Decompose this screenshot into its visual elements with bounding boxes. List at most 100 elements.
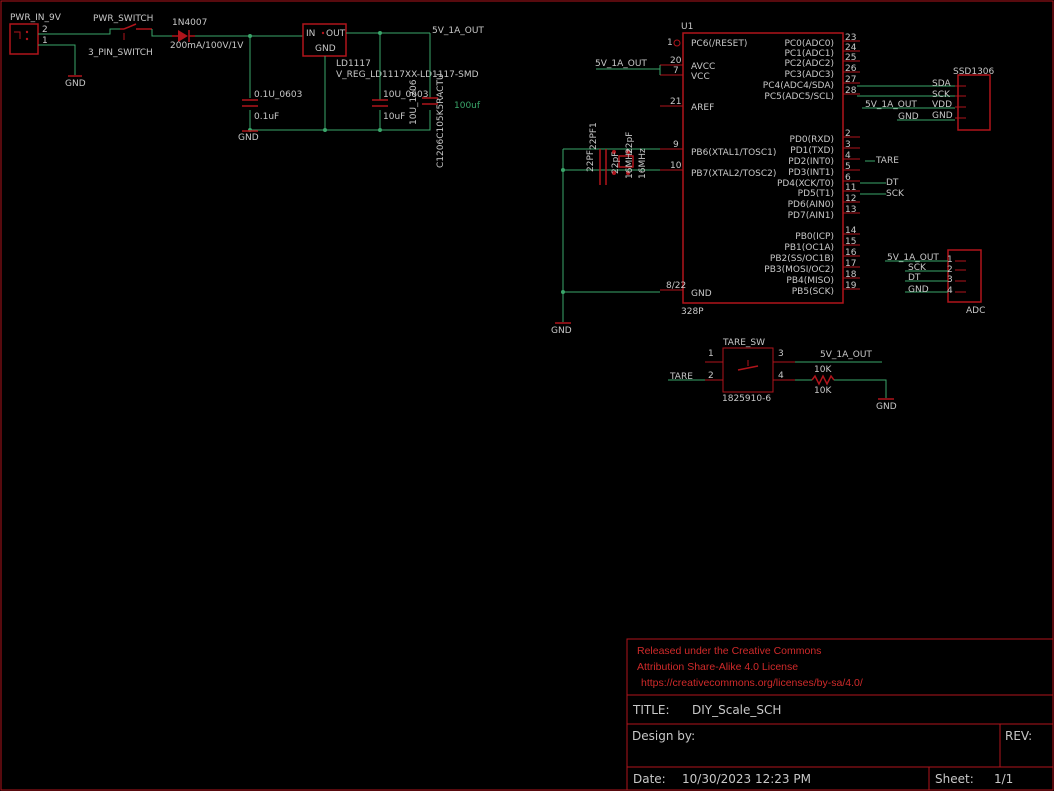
wire-vin bbox=[38, 28, 120, 35]
net-5v-oled: 5V_1A_OUT bbox=[865, 100, 917, 110]
svg-text:PB6(XTAL1/TOSC1): PB6(XTAL1/TOSC1) bbox=[691, 148, 776, 158]
jack-name: PWR_IN_9V bbox=[10, 13, 62, 23]
mcu-pin-number: 24 bbox=[845, 43, 857, 53]
svg-text:10uF: 10uF bbox=[383, 112, 405, 122]
svg-text:GND: GND bbox=[551, 326, 572, 336]
mcu-pin-label: PC1(ADC1) bbox=[784, 49, 834, 59]
mcu-pin-number: 25 bbox=[845, 53, 856, 63]
svg-text:21: 21 bbox=[670, 97, 681, 107]
license-line-3: https://creativecommons.org/licenses/by-… bbox=[641, 677, 863, 689]
svg-text:Design by:: Design by: bbox=[632, 729, 695, 743]
mcu-pin-label: PD5(T1) bbox=[798, 189, 834, 199]
mcu-pin-number: 5 bbox=[845, 162, 851, 172]
sheet-date: 10/30/2023 12:23 PM bbox=[682, 772, 811, 786]
tare-name: TARE_SW bbox=[722, 338, 765, 348]
svg-text:10K: 10K bbox=[814, 386, 832, 396]
net-adc-3: DT bbox=[908, 273, 921, 283]
net-sck-mcu: SCK bbox=[886, 189, 905, 199]
svg-text:SDA: SDA bbox=[932, 79, 951, 89]
gnd-symbol-tare: GND bbox=[876, 398, 897, 412]
net-adc-1: 5V_1A_OUT bbox=[887, 253, 939, 263]
net-adc-4: GND bbox=[908, 285, 929, 295]
mcu-pin-number: 2 bbox=[845, 129, 851, 139]
svg-text:AVCC: AVCC bbox=[691, 62, 715, 72]
svg-text:PC6(/RESET): PC6(/RESET) bbox=[691, 39, 747, 49]
svg-text:22PF: 22PF bbox=[586, 150, 596, 172]
gnd-symbol-jack: GND bbox=[65, 75, 86, 89]
svg-text:0.1U_0603: 0.1U_0603 bbox=[254, 90, 302, 100]
svg-text:REV:: REV: bbox=[1005, 729, 1032, 743]
mcu-pin-number: 3 bbox=[845, 140, 851, 150]
svg-text:4: 4 bbox=[947, 286, 953, 296]
mcu-pin-number: 12 bbox=[845, 194, 856, 204]
tare-switch: TARE_SW 1825910-6 1 2 3 4 bbox=[705, 338, 795, 404]
mcu-right-pins: 23PC0(ADC0)24PC1(ADC1)25PC2(ADC2)26PC3(A… bbox=[763, 33, 860, 297]
license-line-1: Released under the Creative Commons bbox=[637, 645, 821, 657]
gnd-symbol-mcu: GND bbox=[551, 322, 572, 336]
svg-text:GND: GND bbox=[876, 402, 897, 412]
svg-text:22pF: 22pF bbox=[625, 132, 635, 154]
mcu-pin-label: PD7(AIN1) bbox=[788, 211, 834, 221]
net-5v-out-reg: 5V_1A_OUT bbox=[432, 26, 484, 36]
mcu-pin-number: 27 bbox=[845, 75, 856, 85]
mcu-pin-number: 6 bbox=[845, 173, 851, 183]
mcu-pin-label: PB0(ICP) bbox=[795, 232, 834, 242]
mcu-value: 328P bbox=[681, 307, 704, 317]
adc-connector: ADC 1 2 3 4 bbox=[947, 249, 985, 316]
svg-text:VDD: VDD bbox=[932, 100, 952, 110]
diode-name: 1N4007 bbox=[172, 18, 207, 28]
mcu-pin-number: 17 bbox=[845, 259, 856, 269]
svg-text:GND: GND bbox=[238, 133, 259, 143]
mcu-pin-label: PD1(TXD) bbox=[790, 146, 834, 156]
svg-text:10: 10 bbox=[670, 161, 682, 171]
mcu-pin-label: PC0(ADC0) bbox=[784, 39, 834, 49]
power-switch: PWR_SWITCH 3_PIN_SWITCH bbox=[88, 14, 153, 58]
net-5v-tare: 5V_1A_OUT bbox=[820, 350, 872, 360]
diode-1n4007: 1N4007 200mA/100V/1V bbox=[170, 18, 244, 51]
mcu-pin-number: 14 bbox=[845, 226, 857, 236]
svg-text:1: 1 bbox=[667, 38, 673, 48]
net-gnd-oled: GND bbox=[898, 112, 919, 122]
net-5v-mcu: 5V_1A_OUT bbox=[595, 59, 647, 69]
mcu-pin-label: PC5(ADC5/SCL) bbox=[764, 92, 834, 102]
svg-text:20: 20 bbox=[670, 56, 682, 66]
svg-text:9: 9 bbox=[673, 140, 679, 150]
svg-text:OUT: OUT bbox=[326, 29, 346, 39]
svg-text:GND: GND bbox=[315, 44, 336, 54]
mcu-pin-label: PD6(AIN0) bbox=[788, 200, 834, 210]
svg-text:VCC: VCC bbox=[691, 72, 710, 82]
net-tare-sw: TARE bbox=[669, 372, 693, 382]
svg-text:10U_0603: 10U_0603 bbox=[383, 90, 428, 100]
mcu-pin-number: 26 bbox=[845, 64, 857, 74]
svg-text:Date:: Date: bbox=[633, 772, 666, 786]
reg-name: LD1117 bbox=[336, 59, 371, 69]
wire-jack-gnd bbox=[38, 44, 76, 75]
svg-text:10K: 10K bbox=[814, 365, 832, 375]
mcu-pin-number: 19 bbox=[845, 281, 857, 291]
jack-pin2: 2 bbox=[42, 25, 48, 35]
svg-text:8/22: 8/22 bbox=[666, 281, 686, 291]
svg-text:22PF1: 22PF1 bbox=[589, 122, 599, 150]
resistor-10k: 10K 10K bbox=[811, 365, 835, 396]
mcu-pin-label: PC3(ADC3) bbox=[784, 70, 834, 80]
svg-text:SCK: SCK bbox=[932, 90, 951, 100]
svg-text:1: 1 bbox=[708, 349, 714, 359]
mcu-pin-label: PB1(OC1A) bbox=[784, 243, 834, 253]
reg-value: V_REG_LD1117XX-LD1117-SMD bbox=[336, 70, 479, 80]
mcu-pin-number: 11 bbox=[845, 183, 856, 193]
mcu-pin-number: 16 bbox=[845, 248, 857, 258]
mcu-pin-label: PB4(MISO) bbox=[786, 276, 834, 286]
svg-text:2: 2 bbox=[708, 371, 714, 381]
svg-text:3: 3 bbox=[947, 275, 953, 285]
oled-name: SSD1306 bbox=[953, 67, 995, 77]
tare-value: 1825910-6 bbox=[722, 394, 771, 404]
mcu-pin-label: PD0(RXD) bbox=[790, 135, 834, 145]
svg-text:TITLE:: TITLE: bbox=[632, 703, 670, 717]
net-dt-mcu: DT bbox=[886, 178, 899, 188]
mcu-pin-number: 4 bbox=[845, 151, 851, 161]
mcu-328p: U1 328P 1 PC6(/RESET) 20 AVCC 7 VCC 21 A… bbox=[660, 22, 860, 317]
svg-text:GND: GND bbox=[932, 111, 953, 121]
mcu-pin-label: PC4(ADC4/SDA) bbox=[763, 81, 834, 91]
